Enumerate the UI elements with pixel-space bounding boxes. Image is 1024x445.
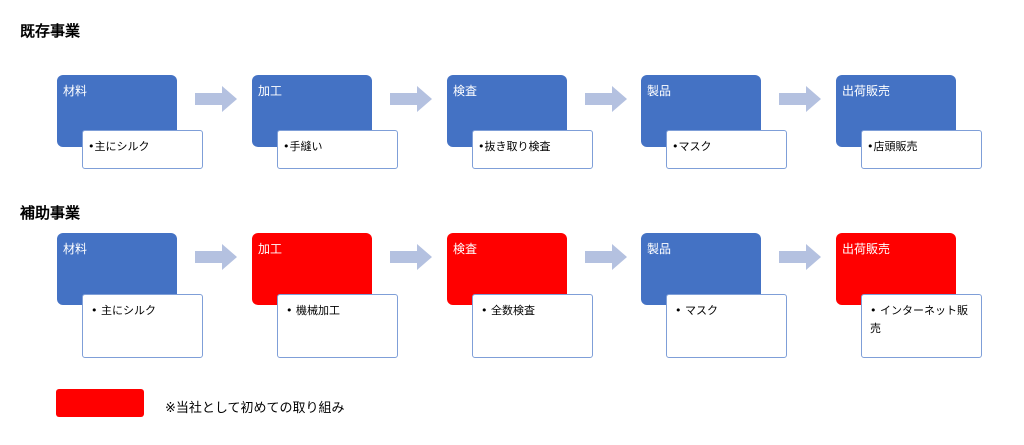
arrow-right-icon bbox=[585, 244, 627, 270]
step-box: 加工 bbox=[252, 233, 372, 305]
step-box: 出荷販売 bbox=[836, 233, 956, 305]
section-title-subsidized: 補助事業 bbox=[20, 204, 81, 222]
step-detail-text: • インターネット販売 bbox=[870, 304, 968, 335]
legend-text: ※当社として初めての取り組み bbox=[165, 401, 345, 416]
step-detail: •手縫い bbox=[277, 130, 398, 169]
step-box: 材料 bbox=[57, 233, 177, 305]
step-label: 材料 bbox=[63, 84, 88, 98]
step-box: 製品 bbox=[641, 233, 761, 305]
step-detail-text: •抜き取り検査 bbox=[478, 140, 551, 153]
step-detail-text: • マスク bbox=[675, 304, 718, 317]
arrow-right-icon bbox=[585, 86, 627, 112]
step-detail: • マスク bbox=[666, 294, 787, 358]
step-box: 検査 bbox=[447, 233, 567, 305]
arrow-right-icon bbox=[390, 244, 432, 270]
arrow-right-icon bbox=[779, 86, 821, 112]
legend-swatch bbox=[56, 389, 144, 417]
step-detail: •店頭販売 bbox=[861, 130, 982, 169]
arrow-right-icon bbox=[195, 86, 237, 112]
arrow-right-icon bbox=[195, 244, 237, 270]
arrow-right-icon bbox=[779, 244, 821, 270]
step-label: 加工 bbox=[258, 84, 283, 98]
step-detail-text: • 主にシルク bbox=[91, 304, 156, 317]
step-label: 製品 bbox=[647, 84, 672, 98]
step-detail-text: • 機械加工 bbox=[286, 304, 340, 317]
step-detail-text: •店頭販売 bbox=[867, 140, 918, 153]
step-label: 出荷販売 bbox=[842, 242, 891, 256]
step-label: 加工 bbox=[258, 242, 283, 256]
step-detail: • 機械加工 bbox=[277, 294, 398, 358]
step-label: 材料 bbox=[63, 242, 88, 256]
arrow-right-icon bbox=[390, 86, 432, 112]
step-label: 検査 bbox=[453, 84, 478, 98]
step-label: 出荷販売 bbox=[842, 84, 891, 98]
step-detail: •マスク bbox=[666, 130, 787, 169]
step-detail-text: •手縫い bbox=[283, 140, 323, 153]
step-detail: • 主にシルク bbox=[82, 294, 203, 358]
step-detail: • インターネット販売 bbox=[861, 294, 982, 358]
step-detail: •主にシルク bbox=[82, 130, 203, 169]
step-detail: • 全数検査 bbox=[472, 294, 593, 358]
step-label: 検査 bbox=[453, 242, 478, 256]
step-label: 製品 bbox=[647, 242, 672, 256]
step-detail-text: • 全数検査 bbox=[481, 304, 535, 317]
step-detail: •抜き取り検査 bbox=[472, 130, 593, 169]
section-title-existing: 既存事業 bbox=[20, 22, 81, 40]
step-detail-text: •主にシルク bbox=[88, 140, 150, 153]
step-detail-text: •マスク bbox=[672, 140, 712, 153]
